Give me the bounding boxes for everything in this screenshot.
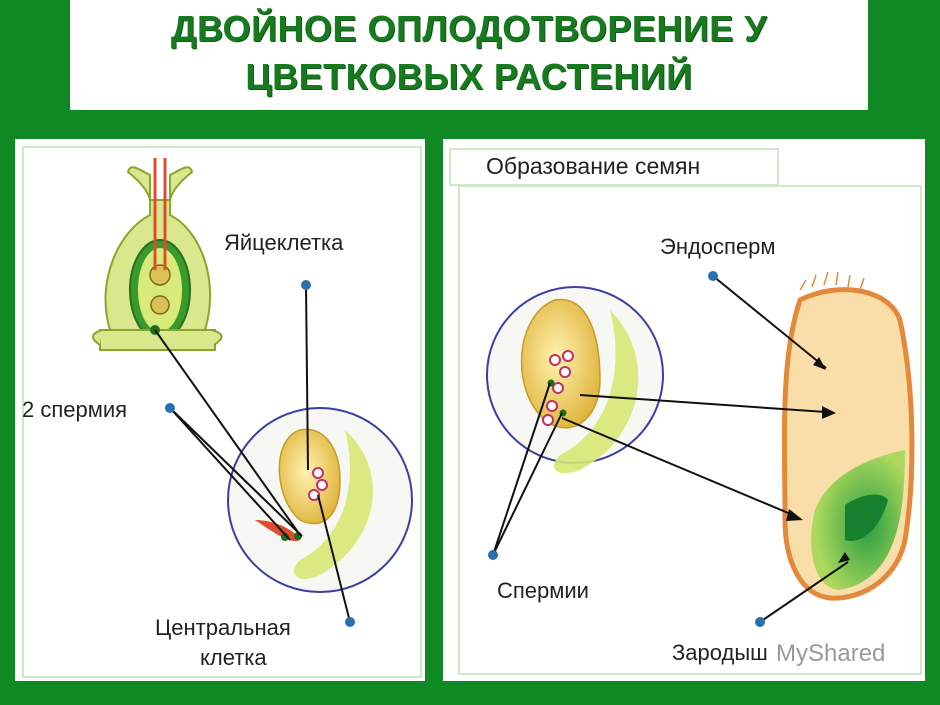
- central-cell-marker: [345, 617, 355, 627]
- label-endosperm: Эндосперм: [660, 234, 776, 259]
- right-pointer-lines: [492, 275, 849, 623]
- label-egg-cell: Яйцеклетка: [224, 230, 344, 255]
- sperm-marker: [165, 403, 175, 413]
- left-panel-border: [22, 146, 422, 678]
- left-panel: [15, 139, 425, 681]
- right-ovule-illustration: [486, 286, 664, 474]
- watermark-text: MyShared: [776, 640, 886, 667]
- title-line-1: ДВОЙНОЕ ОПЛОДОТВОРЕНИЕ У: [170, 8, 768, 49]
- title-line-2: ЦВЕТКОВЫХ РАСТЕНИЙ: [245, 56, 693, 97]
- label-central-cell-line1: Центральная: [155, 615, 291, 640]
- sperms-marker: [488, 550, 498, 560]
- egg-cell-marker: [301, 280, 311, 290]
- label-embryo: Зародыш: [672, 640, 768, 665]
- right-panel-border: [458, 185, 922, 675]
- subtitle-box: [449, 148, 779, 186]
- label-central-cell-line2: клетка: [200, 645, 267, 670]
- label-two-sperms: 2 спермия: [22, 397, 128, 422]
- pistil-illustration: [92, 158, 223, 351]
- seed-illustration: [781, 271, 915, 601]
- embryo-marker: [755, 617, 765, 627]
- subtitle-seed-formation: Образование семян: [486, 153, 701, 179]
- label-sperms: Спермии: [497, 578, 589, 603]
- left-pointer-lines: [154, 284, 351, 623]
- endosperm-marker: [708, 271, 718, 281]
- title-banner: ДВОЙНОЕ ОПЛОДОТВОРЕНИЕ У ЦВЕТКОВЫХ РАСТЕ…: [70, 0, 868, 110]
- right-arrowheads: [786, 357, 850, 563]
